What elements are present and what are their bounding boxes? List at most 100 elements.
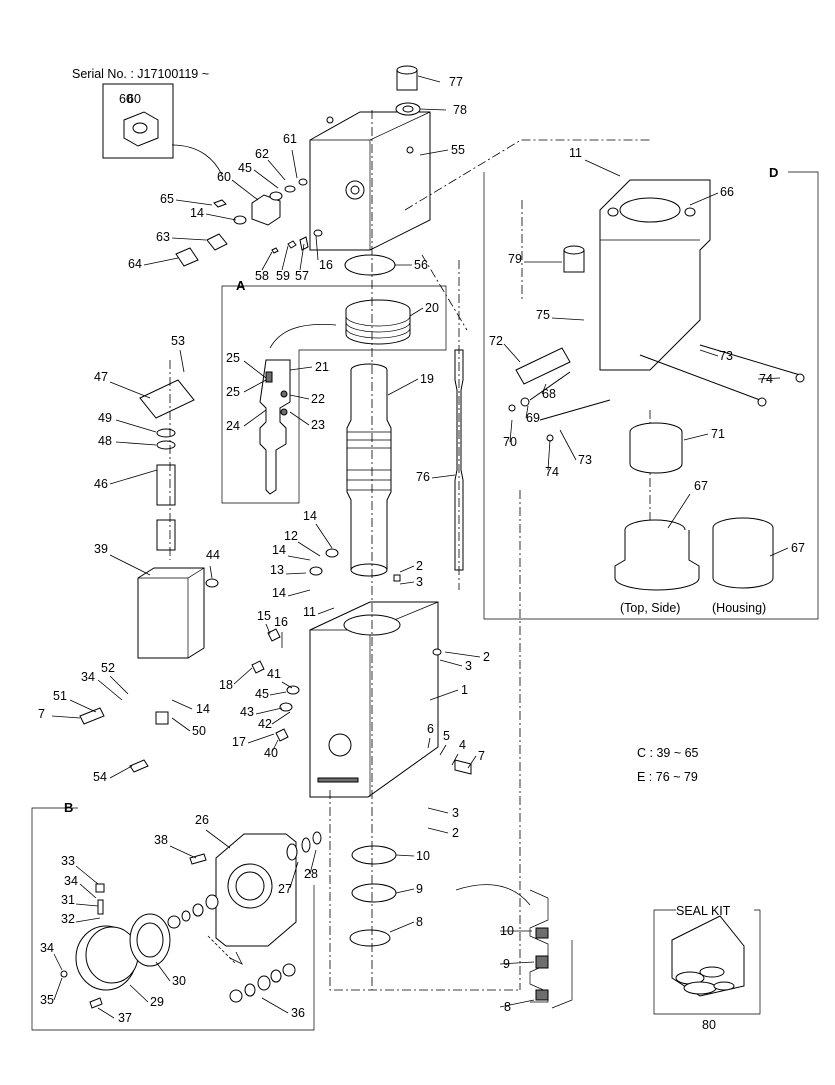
leader-line-39	[109, 554, 151, 576]
leader-line-6	[427, 737, 431, 749]
leader-line-25	[243, 379, 267, 393]
callout-33: 33	[61, 854, 75, 868]
callout-66: 66	[720, 185, 734, 199]
leader-line-2	[399, 565, 415, 573]
callout-14: 14	[196, 702, 210, 716]
callout-30: 30	[172, 974, 186, 988]
callout-14: 14	[272, 543, 286, 557]
leader-line-10	[395, 854, 415, 857]
callout-8: 8	[416, 915, 423, 929]
body-side-fittings	[251, 548, 472, 775]
callout-60-inset: 60	[119, 92, 133, 106]
leader-line-5	[439, 744, 447, 756]
housing-66	[599, 179, 711, 371]
callout-14: 14	[190, 206, 204, 220]
leader-line-16	[315, 235, 319, 261]
callout-35: 35	[40, 993, 54, 1007]
detail-box-a-label: A	[236, 278, 246, 293]
leader-line-14	[315, 523, 333, 549]
cover-29	[75, 925, 139, 991]
leader-line-67	[667, 493, 691, 529]
callout-4: 4	[459, 738, 466, 752]
leader-line-40	[271, 739, 279, 753]
leader-line-47	[109, 381, 151, 399]
leader-line-41	[281, 681, 293, 689]
cylinder-body-1	[309, 601, 439, 798]
small-parts-b	[60, 831, 322, 1009]
callout-37: 37	[118, 1011, 132, 1025]
callout-63: 63	[156, 230, 170, 244]
callout-70: 70	[503, 435, 517, 449]
nut-77	[396, 65, 418, 91]
arrow-a	[269, 324, 337, 349]
callout-3: 3	[465, 659, 472, 673]
callout-71: 71	[711, 427, 725, 441]
leader-line-24	[243, 409, 267, 427]
leader-line-34	[53, 953, 63, 971]
leader-line-78	[419, 108, 447, 111]
callout-13: 13	[270, 563, 284, 577]
leader-line-14	[205, 213, 237, 221]
o-ring-56	[344, 254, 396, 276]
leader-line-20	[409, 307, 424, 317]
leader-line-2	[427, 827, 449, 834]
bushing-79	[563, 245, 585, 273]
leader-line-46	[109, 469, 158, 485]
callout-41: 41	[267, 667, 281, 681]
cover-47	[139, 379, 195, 419]
callout-18: 18	[219, 678, 233, 692]
leader-line-52	[109, 675, 129, 695]
callout-76: 76	[416, 470, 430, 484]
valve-block-39	[137, 567, 205, 659]
callout-55: 55	[451, 143, 465, 157]
seal-9	[351, 883, 397, 903]
pins-73-74	[508, 344, 805, 442]
front-head-67-housing	[712, 517, 774, 589]
leader-line-58	[261, 251, 273, 271]
callout-74: 74	[545, 465, 559, 479]
callout-56: 56	[414, 258, 428, 272]
leader-line-42	[271, 711, 291, 725]
callout-19: 19	[420, 372, 434, 386]
plug-54	[129, 759, 149, 773]
seal-kit-title: SEAL KIT	[676, 904, 731, 918]
callout-73: 73	[719, 349, 733, 363]
leader-line-43	[255, 707, 283, 715]
leader-line-65	[175, 199, 213, 206]
o-ring-44	[205, 578, 219, 588]
leader-line-22	[289, 394, 310, 400]
callout-2: 2	[483, 650, 490, 664]
seal-8	[349, 929, 391, 947]
callout-23: 23	[311, 418, 325, 432]
leader-line-54	[109, 765, 133, 779]
washer-78	[395, 102, 421, 116]
leader-line-8	[499, 999, 535, 1008]
leader-line-35	[53, 977, 63, 1001]
leader-line-14	[171, 699, 193, 710]
callout-12: 12	[284, 529, 298, 543]
callout-42: 42	[258, 717, 272, 731]
callout-21: 21	[315, 360, 329, 374]
callout-60: 60	[127, 92, 141, 106]
piston-19	[346, 363, 392, 577]
callout-46: 46	[94, 477, 108, 491]
leader-line-45	[269, 691, 287, 696]
valve-block-55	[309, 111, 431, 251]
leader-line-73	[559, 429, 577, 461]
callout-53: 53	[171, 334, 185, 348]
callout-7: 7	[38, 707, 45, 721]
valve-spool-21	[259, 359, 291, 495]
leader-line-50	[171, 717, 191, 732]
leader-line-59	[281, 245, 289, 271]
leader-line-31	[75, 903, 99, 907]
callout-2: 2	[452, 826, 459, 840]
callout-48: 48	[98, 434, 112, 448]
callout-9: 9	[503, 957, 510, 971]
leader-line-28	[309, 849, 317, 875]
callout-69: 69	[526, 411, 540, 425]
leader-line-27	[289, 861, 299, 889]
callout-43: 43	[240, 705, 254, 719]
leader-line-74	[547, 439, 551, 471]
callout-25: 25	[226, 385, 240, 399]
